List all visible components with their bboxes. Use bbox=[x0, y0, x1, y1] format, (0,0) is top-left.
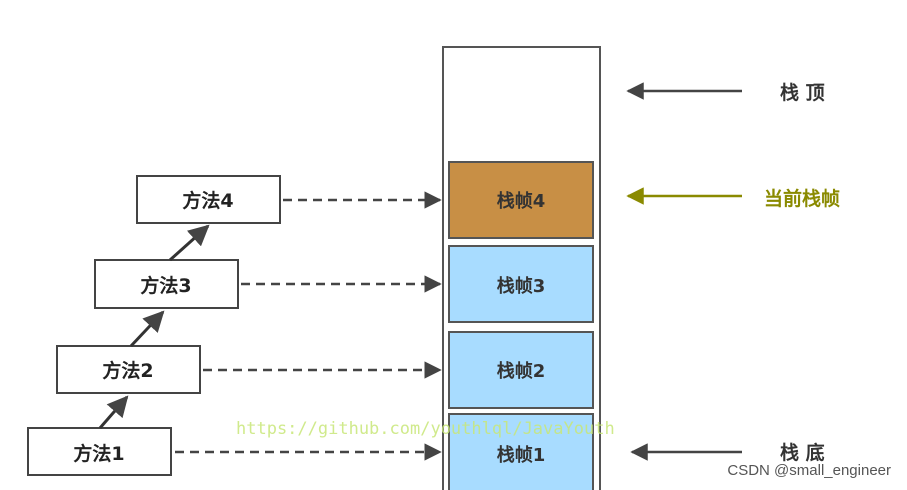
method-1-box bbox=[27, 427, 172, 476]
method-2: 方法2 bbox=[56, 345, 201, 394]
frame-1: 栈帧1 bbox=[448, 413, 594, 490]
method-2-box bbox=[56, 345, 201, 394]
frame-3-label: 栈帧3 bbox=[497, 275, 546, 297]
frame-1-box bbox=[448, 413, 594, 490]
method-1: 方法1 bbox=[27, 427, 172, 476]
method-3-label: 方法3 bbox=[140, 274, 191, 297]
method-3: 方法3 bbox=[94, 259, 239, 309]
frame-2-label: 栈帧2 bbox=[497, 360, 546, 382]
frame-4-box bbox=[448, 161, 594, 239]
method-4: 方法4 bbox=[136, 175, 281, 224]
stack-bottom-label: 栈 底 bbox=[780, 441, 825, 464]
current-frame-label: 当前栈帧 bbox=[764, 187, 840, 210]
frame-1-label: 栈帧1 bbox=[497, 444, 546, 466]
call-arrow-3-to-4 bbox=[168, 224, 210, 262]
csdn-credit: CSDN @small_engineer bbox=[727, 462, 891, 479]
frame-2-box bbox=[448, 331, 594, 409]
frame-4: 栈帧4 bbox=[448, 161, 594, 239]
frame-2: 栈帧2 bbox=[448, 331, 594, 409]
method-1-label: 方法1 bbox=[73, 442, 124, 465]
frame-3: 栈帧3 bbox=[448, 245, 594, 323]
method-4-box bbox=[136, 175, 281, 224]
frame-3-box bbox=[448, 245, 594, 323]
method-3-box bbox=[94, 259, 239, 309]
call-arrow-2-to-3 bbox=[129, 310, 165, 348]
method-4-label: 方法4 bbox=[182, 189, 233, 212]
method-2-label: 方法2 bbox=[102, 359, 153, 382]
watermark-url: https://github.com/youthlql/JavaYouth bbox=[236, 419, 615, 439]
stack-top-label: 栈 顶 bbox=[780, 81, 825, 104]
frame-4-label: 栈帧4 bbox=[497, 190, 546, 212]
call-arrow-1-to-2 bbox=[98, 395, 129, 429]
